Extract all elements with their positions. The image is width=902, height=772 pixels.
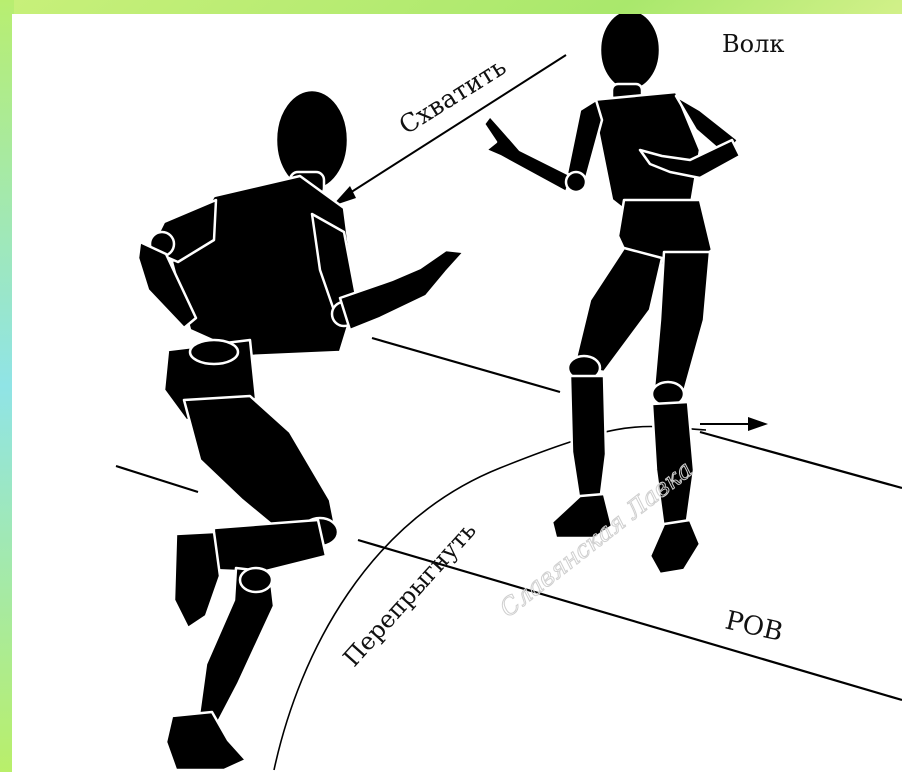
arrow-grab xyxy=(332,55,566,206)
ditch-far-edge xyxy=(700,432,902,488)
runner-figure xyxy=(138,90,464,770)
label-ditch: РОВ xyxy=(722,606,785,648)
game-scheme: Волк Схватить Перепрыгнуть РОВ Славянска… xyxy=(12,14,902,772)
wolf-figure xyxy=(484,14,740,574)
arrow-right xyxy=(700,417,768,431)
illustration-panel: Волк Схватить Перепрыгнуть РОВ Славянска… xyxy=(12,14,902,772)
run-path-curve xyxy=(274,427,706,770)
label-wolf: Волк xyxy=(722,30,784,58)
ditch-near-edge xyxy=(116,466,198,492)
ditch-far-edge xyxy=(372,338,560,392)
